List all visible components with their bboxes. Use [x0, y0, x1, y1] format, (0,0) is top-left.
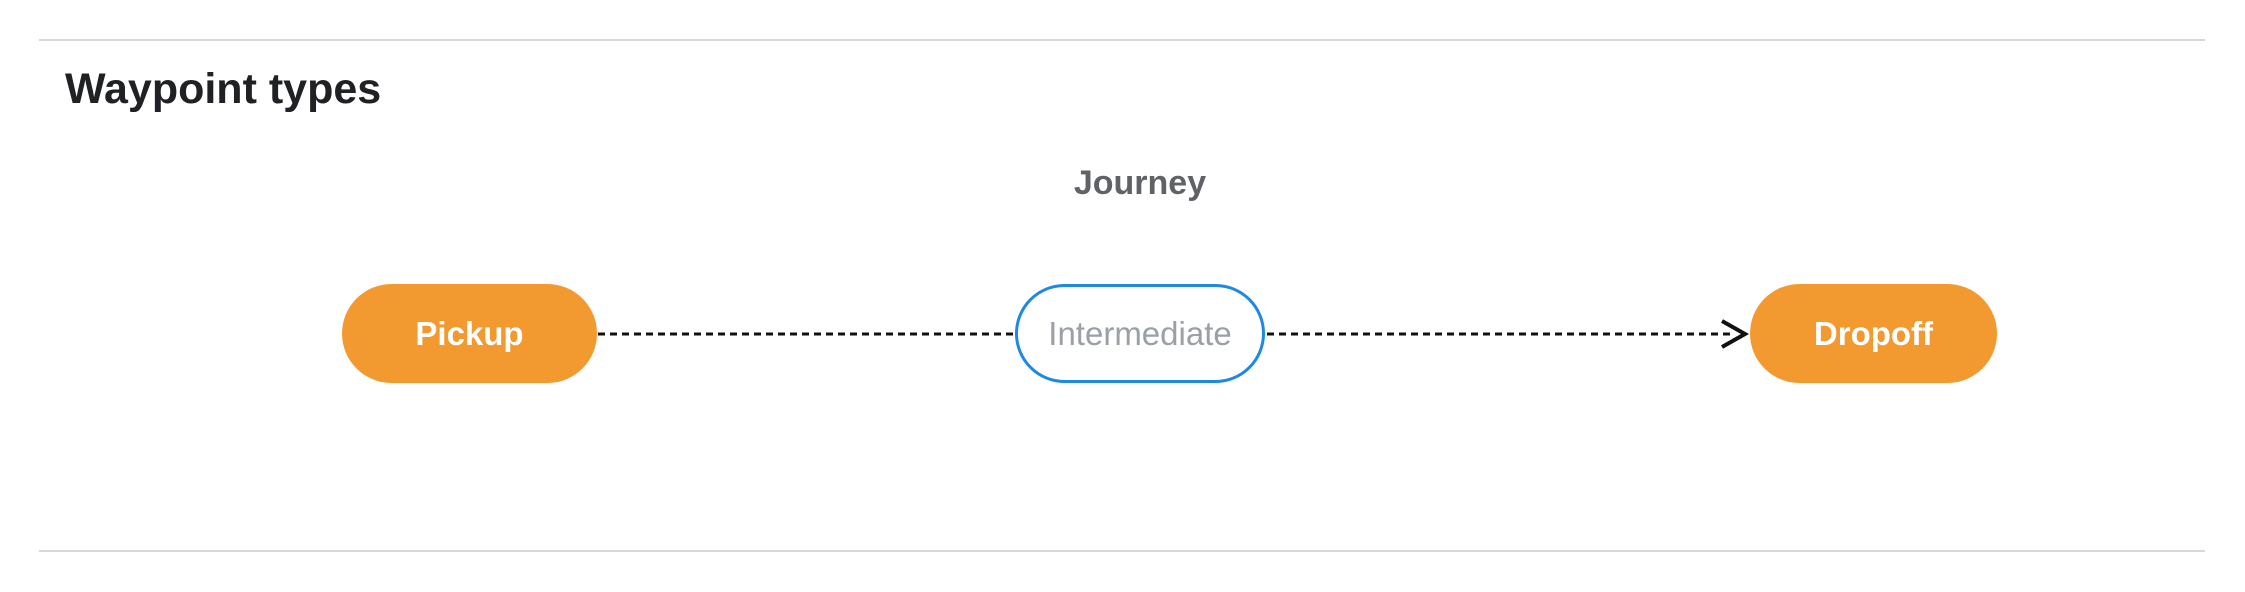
node-dropoff: Dropoff [1750, 284, 1997, 383]
node-intermediate-label: Intermediate [1048, 314, 1232, 352]
journey-label: Journey [1073, 164, 1207, 202]
page-title: Waypoint types [65, 65, 382, 113]
top-divider [39, 39, 2205, 41]
arrowhead-icon [1721, 319, 1750, 349]
bottom-divider [39, 550, 2205, 552]
node-intermediate: Intermediate [1015, 284, 1265, 383]
node-pickup: Pickup [342, 284, 597, 383]
node-dropoff-label: Dropoff [1813, 314, 1934, 352]
node-pickup-label: Pickup [415, 314, 524, 352]
